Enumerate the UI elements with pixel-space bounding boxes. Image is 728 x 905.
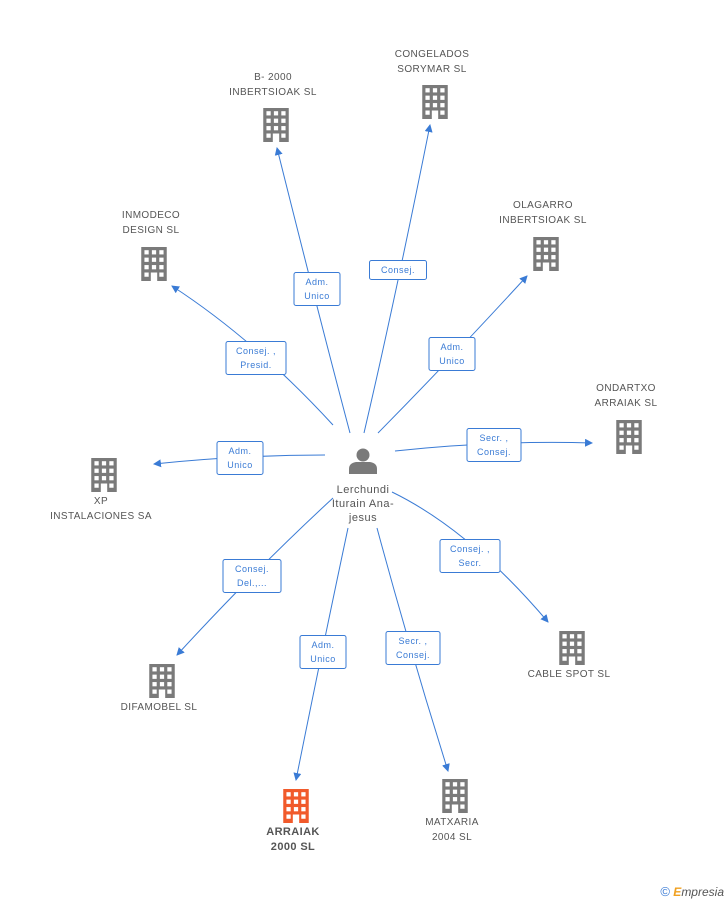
person-name-line-3: jesus [348,512,377,524]
role-badge-congelados[interactable]: Consej. [369,260,427,280]
role-box [466,428,522,462]
role-badge-b2000[interactable]: Adm. Unico [293,272,341,306]
role-text: Secr. [458,558,481,568]
center-person[interactable]: Lerchundi Iturain Ana- jesus [332,448,394,525]
company-name: ARRAIAK SL [595,398,658,409]
person-name-line-1: Lerchundi [337,484,390,496]
company-node-difamobel[interactable]: DIFAMOBEL SL [121,664,198,713]
person-name-line-2: Iturain Ana- [332,498,394,510]
company-name: 2000 SL [271,841,315,853]
role-box [293,272,341,306]
building-icon [283,789,309,823]
role-box [439,539,501,573]
role-badge-cablespot[interactable]: Consej. , Secr. [439,539,501,573]
company-node-olagarro[interactable]: OLAGARRO INBERTSIOAK SL [499,200,587,271]
company-name: DIFAMOBEL SL [121,702,198,713]
company-node-congelados[interactable]: CONGELADOS SORYMAR SL [395,49,470,119]
company-name: MATXARIA [425,817,479,828]
role-box [385,631,441,665]
building-icon [559,631,585,665]
company-name: ONDARTXO [596,383,656,394]
building-icon [141,247,167,281]
person-icon [349,448,377,474]
brand-initial: E [673,885,682,899]
role-badge-olagarro[interactable]: Adm. Unico [428,337,476,371]
company-node-arraiak[interactable]: ARRAIAK 2000 SL [266,789,320,853]
role-box [216,441,264,475]
company-node-matxaria[interactable]: MATXARIA 2004 SL [425,779,479,843]
company-name: SORYMAR SL [397,64,466,75]
role-text: Adm. [440,342,463,352]
role-badge-xp[interactable]: Adm. Unico [216,441,264,475]
company-node-ondartxo[interactable]: ONDARTXO ARRAIAK SL [595,383,658,454]
role-text: Unico [304,291,330,301]
building-icon [91,458,117,492]
role-text: Unico [227,460,253,470]
company-node-inmodeco[interactable]: INMODECO DESIGN SL [122,210,180,281]
copyright-symbol: © [660,884,670,899]
role-text: Secr. , [479,433,508,443]
role-text: Adm. [311,640,334,650]
company-name: XP [94,496,108,507]
company-name: INBERTSIOAK SL [499,215,587,226]
empresia-logo: © Empresia [660,884,724,899]
company-node-cablespot[interactable]: CABLE SPOT SL [528,631,611,680]
role-text: Del.,... [237,578,267,588]
role-box [369,260,427,280]
company-name: INSTALACIONES SA [50,511,152,522]
company-name: ARRAIAK [266,826,320,838]
role-text: Unico [310,654,336,664]
role-badge-ondartxo[interactable]: Secr. , Consej. [466,428,522,462]
building-icon [533,237,559,271]
building-icon [422,85,448,119]
building-icon [149,664,175,698]
company-name: INMODECO [122,210,180,221]
role-text: Consej. [396,650,430,660]
role-badge-inmodeco[interactable]: Consej. , Presid. [225,341,287,375]
brand-name: mpresia [681,885,724,899]
role-text: Secr. , [398,636,427,646]
role-box [428,337,476,371]
role-text: Presid. [240,360,272,370]
role-text: Consej. [381,265,415,275]
edge-congelados [363,124,433,434]
role-text: Consej. [477,447,511,457]
company-name: CONGELADOS [395,49,470,60]
role-box [222,559,282,593]
role-box [299,635,347,669]
role-text: Adm. [305,277,328,287]
company-name: INBERTSIOAK SL [229,87,317,98]
company-name: DESIGN SL [123,225,180,236]
role-text: Consej. , [450,544,490,554]
role-badge-matxaria[interactable]: Secr. , Consej. [385,631,441,665]
role-box [225,341,287,375]
company-node-xp[interactable]: XP INSTALACIONES SA [50,458,152,522]
role-badge-arraiak[interactable]: Adm. Unico [299,635,347,669]
role-text: Consej. , [236,346,276,356]
company-name: B- 2000 [254,72,292,83]
role-text: Unico [439,356,465,366]
building-icon [442,779,468,813]
role-text: Adm. [228,446,251,456]
company-name: OLAGARRO [513,200,573,211]
company-name: CABLE SPOT SL [528,669,611,680]
role-text: Consej. [235,564,269,574]
role-badge-difamobel[interactable]: Consej. Del.,... [222,559,282,593]
building-icon [616,420,642,454]
building-icon [263,108,289,142]
company-name: 2004 SL [432,832,472,843]
